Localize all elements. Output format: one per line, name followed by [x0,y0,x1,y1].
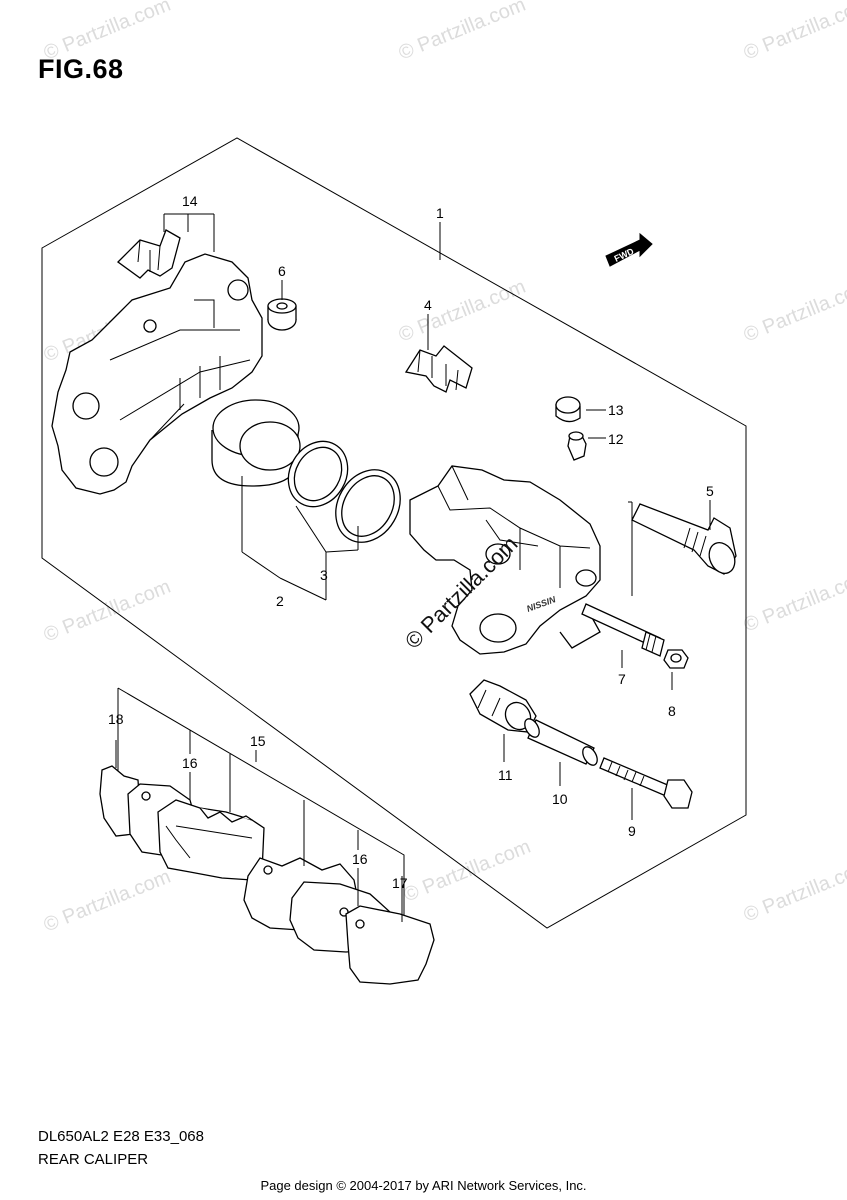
part-17-shim [345,905,435,985]
leader-lines [115,213,711,922]
part-12-bleeder [567,431,587,461]
part-5-slide-pin [631,503,737,575]
model-code: DL650AL2 E28 E33_068 [38,1128,204,1145]
part-8-plug [663,649,689,669]
part-6-boot [267,298,297,331]
callout-10: 10 [552,791,568,807]
callout-8: 8 [668,703,676,719]
callout-5: 5 [706,483,714,499]
part-3-seals [287,440,401,543]
part-9-bolt [599,757,693,809]
callout-4: 4 [424,297,432,313]
part-15-brake-pad [157,799,265,881]
figure-title: FIG.68 [38,54,124,84]
part-7-pin [581,603,665,657]
callout-12: 12 [608,431,624,447]
callout-11: 11 [498,767,513,783]
callout-17: 17 [392,875,408,891]
pad-group-frame [117,687,405,925]
assembly-frame [41,137,747,929]
callout-14: 14 [182,193,198,209]
page-footer: Page design © 2004-2017 by ARI Network S… [260,1178,587,1193]
callout-18: 18 [108,711,124,727]
callout-7: 7 [618,671,626,687]
part-13-cap [555,396,581,423]
callout-2: 2 [276,593,284,609]
callout-13: 13 [608,402,624,418]
part-2-piston [211,399,301,487]
part-10-sleeve [524,718,598,766]
callout-6: 6 [278,263,286,279]
callout-16: 16 [352,851,368,867]
callout-15: 15 [250,733,266,749]
callout-3: 3 [320,567,328,583]
callout-1: 1 [436,205,444,221]
callout-16: 16 [182,755,198,771]
section-name: REAR CALIPER [38,1151,149,1168]
part-14-spring [117,229,181,279]
fwd-arrow-icon: FWD [605,232,653,267]
part-4-pad-spring [404,345,473,393]
part-1-caliper-body: NISSIN [409,465,601,655]
caliper-bracket [51,253,263,495]
callout-9: 9 [628,823,636,839]
